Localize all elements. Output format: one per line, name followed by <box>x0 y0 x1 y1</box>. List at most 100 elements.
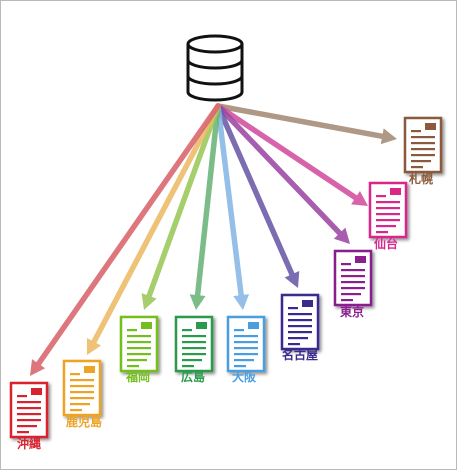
arrow-shaft <box>35 103 221 367</box>
document-text-line <box>341 293 361 296</box>
document-text-line <box>127 359 147 362</box>
document-thumbnail <box>248 322 259 329</box>
arrow-head <box>189 294 206 310</box>
document-text-line <box>234 341 258 344</box>
arrow-shaft <box>215 103 343 236</box>
document-text-line <box>376 201 400 204</box>
document-text-line <box>288 337 308 340</box>
document-text-line <box>341 299 353 302</box>
document-text-line <box>341 287 365 290</box>
label-okinawa: 沖縄 <box>17 436 41 451</box>
document-sheet <box>368 181 408 239</box>
document-text-line <box>234 359 254 362</box>
arrow-head <box>284 271 300 288</box>
document-text-line <box>411 130 421 133</box>
document-text-line <box>288 307 298 310</box>
document-thumbnail <box>84 366 95 373</box>
document-text-line <box>127 341 151 344</box>
arrow-head <box>351 191 368 206</box>
document-text-line <box>17 413 41 416</box>
arrow-shaft <box>194 103 221 298</box>
document-text-line <box>182 359 202 362</box>
arrow-head <box>233 294 250 310</box>
document-text-line <box>182 335 206 338</box>
arrow-shaft <box>215 103 244 298</box>
label-osaka: 大阪 <box>232 369 257 384</box>
arrow-shaft <box>215 103 295 278</box>
arrow-to-osaka <box>215 103 250 310</box>
arrow-to-sapporo <box>215 103 397 145</box>
document-icon-sendai <box>368 181 408 239</box>
document-text-line <box>127 335 151 338</box>
document-text-line <box>376 207 400 210</box>
arrow-shaft <box>146 103 221 299</box>
document-text-line <box>411 166 423 169</box>
document-text-line <box>288 331 312 334</box>
document-text-line <box>182 353 206 356</box>
arrow-shaft <box>215 103 385 140</box>
arrow-to-sendai <box>215 103 368 206</box>
document-text-line <box>182 341 206 344</box>
document-text-line <box>182 329 192 332</box>
document-text-line <box>411 160 431 163</box>
document-text-line <box>288 343 300 346</box>
arrow-head <box>86 338 102 355</box>
document-text-line <box>376 231 388 234</box>
document-thumbnail <box>355 256 366 263</box>
document-text-line <box>70 373 80 376</box>
document-text-line <box>70 397 94 400</box>
arrow-to-hiroshima <box>189 103 221 310</box>
arrow-head <box>333 227 350 244</box>
document-icon-hiroshima <box>174 315 214 373</box>
document-text-line <box>376 213 400 216</box>
document-text-line <box>341 281 365 284</box>
document-text-line <box>341 263 351 266</box>
document-icon-okinawa <box>9 381 49 439</box>
document-text-line <box>70 403 90 406</box>
document-text-line <box>234 347 258 350</box>
document-text-line <box>127 347 151 350</box>
arrows-layer <box>30 103 397 376</box>
document-thumbnail <box>31 388 42 395</box>
arrow-to-tokyo <box>215 103 350 244</box>
document-text-line <box>288 313 312 316</box>
arrow-head <box>380 128 397 145</box>
label-sendai: 仙台 <box>374 236 398 251</box>
document-text-line <box>376 219 400 222</box>
document-text-line <box>127 329 137 332</box>
arrow-to-fukuoka <box>141 103 221 310</box>
arrow-head <box>30 359 46 376</box>
label-tokyo: 東京 <box>340 304 364 319</box>
document-text-line <box>17 395 27 398</box>
document-thumbnail <box>390 188 401 195</box>
document-text-line <box>17 401 41 404</box>
label-fukuoka: 福岡 <box>125 369 150 384</box>
document-text-line <box>288 325 312 328</box>
document-text-line <box>182 347 206 350</box>
arrow-to-kagoshima <box>86 103 221 355</box>
label-nagoya: 名古屋 <box>282 347 318 362</box>
document-text-line <box>411 154 435 157</box>
document-text-line <box>411 142 435 145</box>
arrow-head <box>141 293 157 310</box>
document-icon-kagoshima <box>62 359 102 417</box>
label-hiroshima: 広島 <box>181 369 205 384</box>
document-icon-nagoya <box>280 293 320 351</box>
document-text-line <box>70 385 94 388</box>
document-text-line <box>411 136 435 139</box>
document-text-line <box>70 409 82 412</box>
document-text-line <box>234 365 246 368</box>
document-icon-sapporo <box>403 116 443 174</box>
document-text-line <box>70 391 94 394</box>
document-thumbnail <box>425 123 436 130</box>
document-text-line <box>17 407 41 410</box>
arrow-to-nagoya <box>215 103 300 288</box>
document-icon-osaka <box>226 315 266 373</box>
document-text-line <box>234 335 258 338</box>
document-thumbnail <box>302 300 313 307</box>
document-text-line <box>288 319 312 322</box>
document-icon-fukuoka <box>119 315 159 373</box>
document-text-line <box>70 379 94 382</box>
